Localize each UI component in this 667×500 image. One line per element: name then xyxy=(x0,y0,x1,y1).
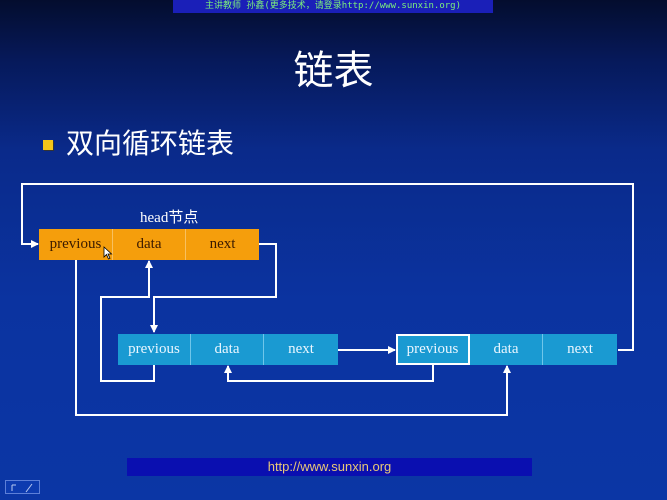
slide-nav-button[interactable] xyxy=(5,480,40,494)
node2-data-cell: data xyxy=(191,334,264,365)
head-data-cell: data xyxy=(113,229,186,260)
slide-title: 链表 xyxy=(293,48,374,94)
bullet-square-icon xyxy=(43,140,53,150)
head-node: previous data next xyxy=(39,229,259,260)
head-next-cell: next xyxy=(186,229,259,260)
node2-next-cell: next xyxy=(264,334,338,365)
head-previous-cell: previous xyxy=(39,229,113,260)
top-banner: 主讲教师 孙鑫(更多技术，请登录http://www.sunxin.org) xyxy=(173,0,493,13)
mouse-cursor-icon xyxy=(103,246,113,260)
nav-arrow-icon xyxy=(11,483,33,493)
node3-previous-cell: previous xyxy=(396,334,470,365)
node-2: previous data next xyxy=(118,334,338,365)
node-3: previous data next xyxy=(396,334,617,365)
node3-data-cell: data xyxy=(470,334,543,365)
node3-next-cell: next xyxy=(543,334,617,365)
head-node-label: head节点 xyxy=(140,210,199,226)
footer-url: http://www.sunxin.org xyxy=(127,458,532,476)
bullet-text: 双向循环链表 xyxy=(66,127,235,160)
node2-previous-cell: previous xyxy=(118,334,191,365)
